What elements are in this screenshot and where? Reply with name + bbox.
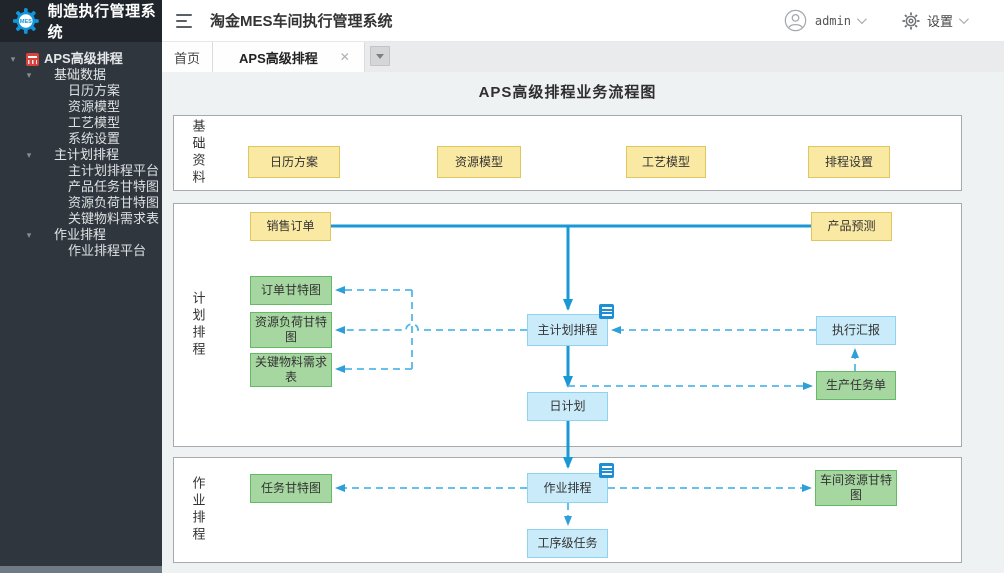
- settings-label: 设置: [926, 14, 953, 29]
- section-label: 作业排程: [190, 476, 206, 544]
- sidebar-item-label: 基础数据: [54, 67, 107, 82]
- node-resource-load-gantt[interactable]: 资源负荷甘特图: [250, 312, 332, 348]
- sidebar-item-system-settings[interactable]: 系统设置: [68, 131, 121, 146]
- app-title: 淘金MES车间执行管理系统: [210, 13, 393, 30]
- mes-logo-text: MES: [20, 19, 32, 25]
- sidebar-item-basic-data[interactable]: ▾ 基础数据: [0, 67, 162, 83]
- node-execution-report[interactable]: 执行汇报: [816, 316, 896, 345]
- node-calendar-plan[interactable]: 日历方案: [248, 146, 340, 178]
- sidebar-item-calendar-plan[interactable]: 日历方案: [68, 83, 121, 98]
- diagram-title: APS高级排程业务流程图: [478, 84, 657, 101]
- sidebar-item-master-plan[interactable]: ▾ 主计划排程: [0, 147, 162, 163]
- tree-expand-icon[interactable]: ▾: [26, 150, 32, 160]
- chevron-down-icon: [958, 14, 969, 25]
- sidebar-collapse-icon[interactable]: [176, 13, 194, 28]
- node-process-model[interactable]: 工艺模型: [626, 146, 706, 178]
- sidebar-nav: ▾ APS高级排程 ▾ 基础数据 日历方案 资源模型 工艺模型 系统设置 ▾ 主…: [0, 42, 162, 573]
- section-label: 计划排程: [190, 291, 206, 359]
- node-daily-plan[interactable]: 日计划: [527, 392, 608, 421]
- sidebar-item-label: APS高级排程: [44, 51, 123, 66]
- node-resource-model[interactable]: 资源模型: [437, 146, 521, 178]
- node-scheduling-settings[interactable]: 排程设置: [808, 146, 890, 178]
- chevron-down-icon: [375, 53, 384, 59]
- settings-menu[interactable]: 设置: [902, 11, 969, 30]
- node-master-plan-scheduling[interactable]: 主计划排程: [527, 314, 608, 346]
- mes-logo-gear-icon: MES: [12, 8, 39, 34]
- sidebar-item-key-material[interactable]: 关键物料需求表: [68, 211, 160, 226]
- sidebar-item-master-plan-platform[interactable]: 主计划排程平台: [68, 163, 160, 178]
- sidebar-item-resource-load-gantt[interactable]: 资源负荷甘特图: [68, 195, 160, 210]
- list-badge-icon[interactable]: [599, 304, 614, 319]
- module-calendar-icon: [26, 52, 39, 66]
- chevron-down-icon: [856, 14, 867, 25]
- node-order-gantt[interactable]: 订单甘特图: [250, 276, 332, 305]
- sidebar-item-resource-model[interactable]: 资源模型: [68, 99, 121, 114]
- brand-area: MES 制造执行管理系统: [0, 0, 162, 42]
- brand-title: 制造执行管理系统: [47, 3, 157, 41]
- user-name: admin: [814, 13, 851, 28]
- tab-home[interactable]: 首页: [162, 42, 214, 72]
- node-task-gantt[interactable]: 任务甘特图: [250, 474, 332, 503]
- tab-list-dropdown[interactable]: [369, 46, 390, 66]
- sidebar-scrollbar[interactable]: [0, 566, 162, 573]
- node-sales-order[interactable]: 销售订单: [250, 212, 331, 241]
- top-header: MES 制造执行管理系统 淘金MES车间执行管理系统 admin: [0, 0, 1004, 42]
- tab-aps-scheduling[interactable]: APS高级排程 ✕: [213, 42, 365, 72]
- tree-expand-icon[interactable]: ▾: [26, 230, 32, 240]
- tab-bar: 首页 APS高级排程 ✕: [162, 42, 1004, 72]
- tab-close-icon[interactable]: ✕: [339, 50, 350, 64]
- gear-icon: [902, 11, 920, 30]
- user-avatar-icon: [784, 9, 807, 32]
- node-workshop-resource-gantt[interactable]: 车间资源甘特图: [815, 470, 897, 506]
- sidebar-item-aps[interactable]: ▾ APS高级排程: [0, 51, 162, 67]
- section-label: 基础资料: [190, 119, 206, 187]
- diagram-canvas: APS高级排程业务流程图 基础资料 计划排程 作业排程: [162, 72, 1004, 573]
- sidebar-item-job-scheduling[interactable]: ▾ 作业排程: [0, 227, 162, 243]
- node-product-forecast[interactable]: 产品预测: [811, 212, 892, 241]
- user-menu[interactable]: admin: [784, 9, 867, 32]
- sidebar-item-job-scheduling-platform[interactable]: 作业排程平台: [68, 243, 147, 258]
- sidebar-item-label: 主计划排程: [54, 147, 120, 162]
- tree-expand-icon[interactable]: ▾: [26, 70, 32, 80]
- sidebar-item-product-task-gantt[interactable]: 产品任务甘特图: [68, 179, 160, 194]
- sidebar-item-process-model[interactable]: 工艺模型: [68, 115, 121, 130]
- tree-expand-icon[interactable]: ▾: [10, 54, 16, 64]
- node-key-material-table[interactable]: 关键物料需求表: [250, 353, 332, 387]
- node-process-level-task[interactable]: 工序级任务: [527, 529, 608, 558]
- header-bar: 淘金MES车间执行管理系统 admin: [162, 0, 1004, 42]
- list-badge-icon[interactable]: [599, 463, 614, 478]
- node-production-task-order[interactable]: 生产任务单: [816, 371, 896, 400]
- node-job-scheduling[interactable]: 作业排程: [527, 473, 608, 503]
- sidebar-item-label: 作业排程: [54, 227, 107, 242]
